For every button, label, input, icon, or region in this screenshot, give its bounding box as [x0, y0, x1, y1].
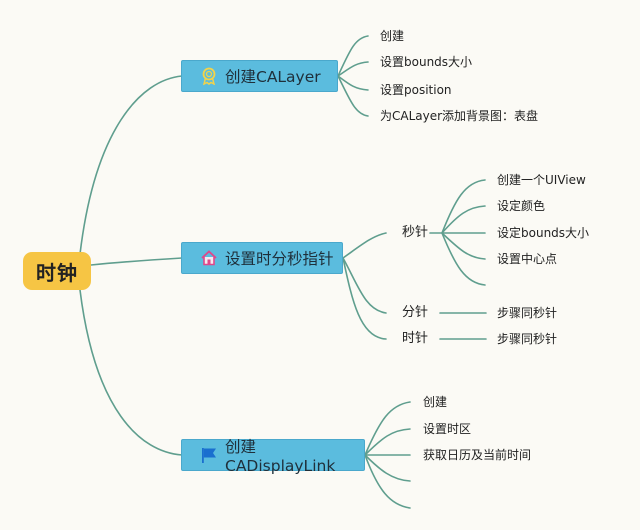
branch-node-displaylink[interactable]: 创建CADisplayLink [181, 438, 365, 475]
sub-node-hour-hand[interactable]: 时针 [402, 331, 429, 346]
home-icon [201, 250, 217, 266]
medal-icon [202, 67, 216, 85]
connector-b1-c2 [337, 75, 369, 91]
leaf-b3-0[interactable]: 创建 [423, 395, 448, 409]
sub-node-minute-hand[interactable]: 分针 [402, 305, 429, 320]
connector-b3-c0 [364, 401, 411, 456]
branch-label: 创建CALayer [225, 68, 321, 86]
flag-icon [202, 448, 216, 463]
leaf-b1-2[interactable]: 设置position [380, 83, 452, 97]
connector-root-branch2 [90, 257, 183, 266]
leaf-b1-1[interactable]: 设置bounds大小 [380, 55, 473, 69]
connector-b1-c1 [337, 61, 369, 77]
leaf-s0-2[interactable]: 设定bounds大小 [497, 226, 590, 240]
branch-node-calayer[interactable]: 创建CALayer [181, 60, 338, 92]
leaf-s1-0[interactable]: 步骤同秒针 [497, 306, 558, 320]
branch-label: 创建CADisplayLink [225, 438, 336, 475]
leaf-s2-0[interactable]: 步骤同秒针 [497, 332, 558, 346]
connector-root-branch1 [79, 75, 183, 255]
branch-label: 设置时分秒指针 [225, 250, 334, 268]
connector-b1-c0 [337, 35, 369, 77]
connector-b2-s2 [342, 257, 387, 340]
connector-root-branch3 [79, 289, 183, 456]
connector-b2-s0 [342, 232, 387, 259]
connector-s0-c0 [441, 179, 486, 234]
connector-s0-c3 [441, 232, 486, 260]
connector-s0-c1 [441, 205, 486, 234]
root-node[interactable]: 时钟 [23, 252, 91, 290]
leaf-s0-0[interactable]: 创建一个UIView [497, 173, 586, 187]
connector-b3-c3 [364, 454, 411, 482]
connector-b2-s1 [342, 257, 387, 314]
leaf-b1-3[interactable]: 为CALayer添加背景图：表盘 [380, 109, 539, 123]
connector-b1-c3 [337, 75, 369, 117]
leaf-b3-1[interactable]: 设置时区 [423, 422, 472, 436]
sub-node-second-hand[interactable]: 秒针 [402, 225, 429, 240]
leaf-b1-0[interactable]: 创建 [380, 29, 405, 43]
leaf-b3-2[interactable]: 获取日历及当前时间 [423, 448, 532, 462]
connector-b3-c1 [364, 428, 411, 456]
leaf-s0-3[interactable]: 设置中心点 [497, 252, 558, 266]
leaf-s0-1[interactable]: 设定颜色 [497, 199, 546, 213]
connector-s0-c4 [441, 232, 486, 286]
branch-node-hands[interactable]: 设置时分秒指针 [181, 242, 343, 274]
connector-b3-c4 [364, 454, 411, 509]
